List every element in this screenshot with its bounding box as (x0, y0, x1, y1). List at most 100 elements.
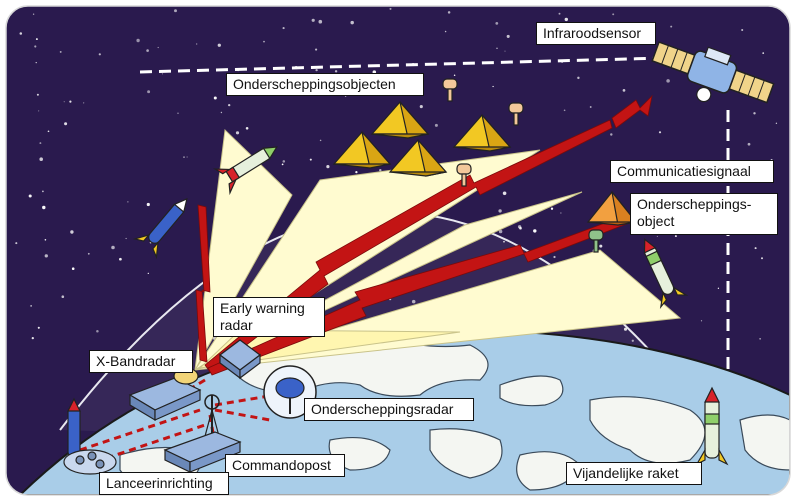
star (319, 139, 322, 142)
star (63, 101, 65, 103)
star (61, 295, 65, 299)
star (533, 229, 537, 233)
star (44, 254, 48, 258)
label-communication-signal: Communicatiesignaal (610, 160, 774, 183)
star (35, 61, 37, 64)
interceptor-pyramid (332, 131, 392, 169)
star (147, 272, 149, 275)
label-infrared-sensor: Infraroodsensor (536, 22, 656, 45)
star (39, 157, 43, 161)
star (315, 68, 318, 72)
label-interceptors: Onderscheppingsobjecten (226, 73, 424, 96)
star (498, 209, 502, 213)
label-intercept-radar: Onderscheppingsradar (304, 398, 474, 421)
infrared-satellite (651, 41, 775, 104)
comm-signal-bolt-3 (611, 94, 653, 129)
interceptor-missile (132, 197, 188, 260)
star (87, 252, 90, 255)
star (30, 305, 32, 307)
interceptor-pyramid (388, 139, 448, 177)
star (71, 267, 75, 271)
star (263, 40, 265, 43)
star (19, 32, 23, 35)
star (69, 100, 72, 103)
star-field (15, 7, 778, 343)
star (717, 287, 720, 289)
star (111, 245, 115, 250)
missiles (67, 146, 729, 466)
interceptor-pyramid (370, 101, 430, 139)
interceptor-pyramid-orange (586, 191, 638, 226)
star (762, 52, 765, 54)
sensor-dashed-line (139, 56, 666, 74)
star (318, 19, 323, 24)
star (334, 70, 338, 73)
label-command-post: Commandopost (225, 454, 345, 477)
star (15, 242, 18, 245)
star (315, 48, 318, 51)
star (631, 339, 634, 342)
star (83, 102, 85, 104)
star (658, 131, 662, 134)
star (217, 43, 221, 47)
label-early-warning-radar: Early warning radar (213, 297, 325, 337)
star (517, 225, 522, 229)
star (502, 191, 507, 196)
command-post-building (163, 431, 242, 473)
star (355, 170, 358, 174)
star (453, 74, 456, 77)
label-interceptor-object: Onderschepping­s- object (630, 193, 778, 235)
star (419, 105, 423, 109)
star (59, 50, 62, 53)
star (281, 163, 284, 166)
star (623, 327, 628, 331)
star (44, 239, 47, 241)
star (47, 130, 50, 133)
star (372, 70, 377, 74)
panel-border (5, 5, 791, 496)
star (35, 38, 38, 41)
star (127, 201, 129, 203)
star (96, 330, 99, 333)
label-enemy-missile: Vijandelijke raket (566, 462, 702, 485)
star (146, 202, 150, 207)
star (70, 230, 74, 234)
interceptor-pyramids (332, 101, 638, 226)
launch-pad (63, 449, 117, 475)
star (309, 158, 312, 161)
star (350, 20, 354, 25)
star (447, 11, 451, 14)
star (174, 9, 177, 13)
star (411, 299, 416, 304)
star (610, 133, 613, 136)
intercept-radar-dish (263, 365, 317, 419)
star (157, 46, 159, 49)
star (32, 13, 35, 15)
star (577, 76, 580, 80)
star (504, 50, 506, 52)
star (550, 207, 554, 210)
star (775, 122, 778, 124)
star (213, 96, 217, 100)
label-early-warning-line1: Early warning (220, 300, 305, 316)
star (28, 194, 32, 198)
star (558, 12, 561, 15)
star (161, 73, 163, 75)
star (622, 89, 626, 92)
star (42, 190, 44, 193)
star (444, 30, 447, 33)
star (245, 127, 249, 130)
star (503, 240, 505, 243)
label-x-band-radar: X-Bandradar (89, 350, 193, 373)
star (754, 247, 757, 250)
star (670, 25, 673, 28)
interceptor-pods (442, 78, 604, 253)
star (589, 106, 592, 108)
star (235, 131, 240, 135)
star (136, 38, 140, 43)
star (119, 257, 122, 261)
star (674, 235, 677, 238)
ground-stations (63, 339, 317, 475)
interceptor-pyramid (452, 114, 512, 152)
